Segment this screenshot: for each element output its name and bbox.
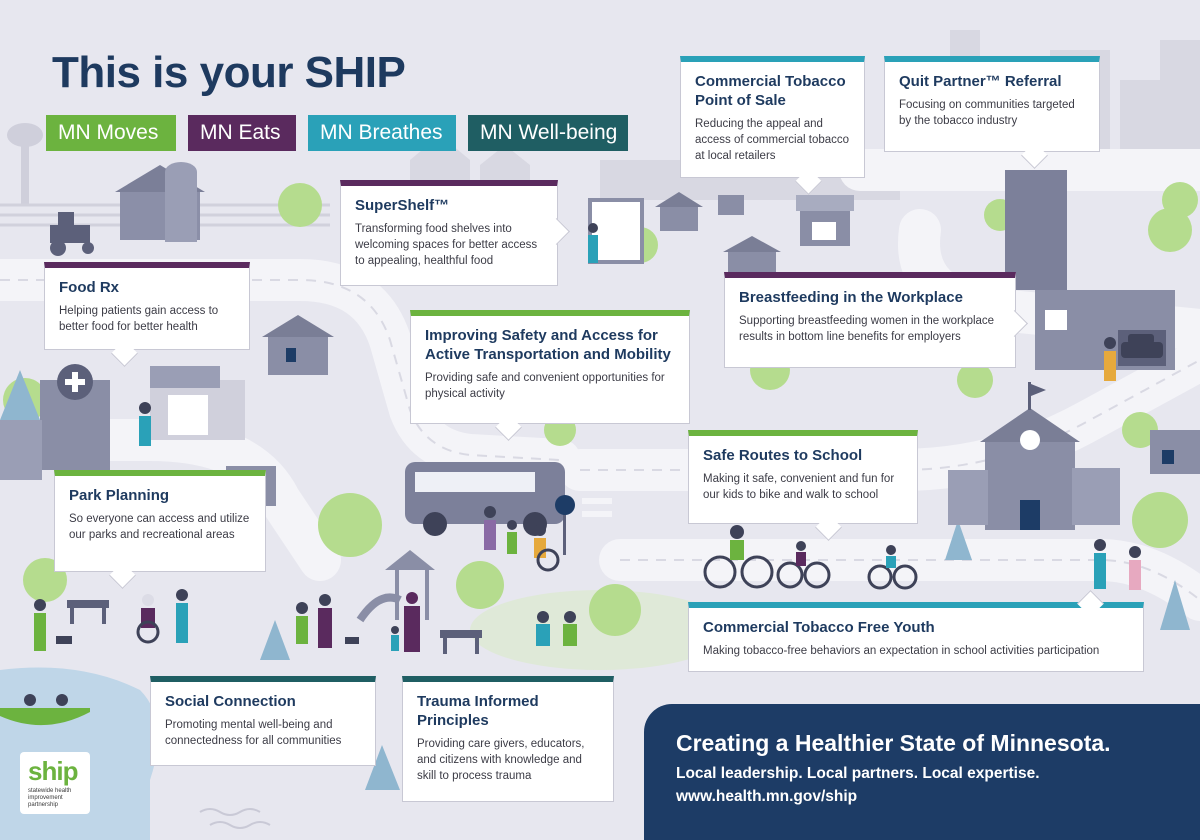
card-tobacco-free-youth: Commercial Tobacco Free Youth Making tob… bbox=[688, 590, 1144, 672]
card-breastfeeding-workplace: Breastfeeding in the Workplace Supportin… bbox=[724, 272, 1028, 368]
card-supershelf: SuperShelf™ Transforming food shelves in… bbox=[340, 180, 570, 286]
card-text: Making it safe, convenient and fun for o… bbox=[703, 473, 895, 501]
logo-word: ship bbox=[28, 756, 78, 786]
card-title: Food Rx bbox=[59, 279, 119, 296]
person-icon bbox=[34, 223, 1141, 652]
store-icon bbox=[588, 195, 854, 264]
card-title: Commercial Tobacco Free Youth bbox=[703, 619, 935, 636]
card-title: Social Connection bbox=[165, 693, 296, 710]
grocery-store-icon bbox=[150, 366, 245, 440]
card-text: Making tobacco-free behaviors an expecta… bbox=[703, 645, 1100, 657]
card-trauma-informed: Trauma Informed Principles Providing car… bbox=[402, 676, 614, 802]
card-food-rx: Food Rx Helping patients gain access to … bbox=[44, 262, 250, 367]
water-tower-icon bbox=[7, 123, 43, 205]
hospital-icon bbox=[0, 364, 110, 480]
banner-headline: Creating a Healthier State of Minnesota. bbox=[676, 730, 1111, 756]
waves bbox=[199, 808, 271, 829]
card-title: Breastfeeding in the Workplace bbox=[739, 289, 963, 306]
bus-icon bbox=[405, 462, 565, 536]
wheelchair-icon bbox=[136, 548, 560, 644]
card-text: Helping patients gain access to better f… bbox=[59, 305, 219, 333]
card-text: Promoting mental well-being and connecte… bbox=[165, 719, 342, 747]
bicycle-icon bbox=[703, 555, 918, 590]
card-text: Providing safe and convenient opportunit… bbox=[425, 372, 665, 400]
card-title: Improving Safety and Access for Active T… bbox=[425, 327, 671, 363]
card-text: Focusing on communities targeted by the … bbox=[899, 99, 1075, 127]
card-active-transportation: Improving Safety and Access for Active T… bbox=[410, 310, 690, 441]
tractor-icon bbox=[50, 212, 94, 256]
card-text: Reducing the appeal and access of commer… bbox=[695, 118, 850, 162]
card-text: So everyone can access and utilize our p… bbox=[69, 513, 250, 541]
tag-mn-moves: MN Moves bbox=[46, 115, 176, 151]
card-title: Commercial Tobacco Point of Sale bbox=[695, 73, 846, 109]
banner-tagline: Local leadership. Local partners. Local … bbox=[676, 765, 1040, 782]
bench-icon bbox=[67, 600, 482, 654]
card-title: Safe Routes to School bbox=[703, 447, 863, 464]
cyclist-icon bbox=[730, 525, 896, 568]
playground-icon bbox=[356, 550, 435, 623]
footer-banner: Creating a Healthier State of Minnesota.… bbox=[644, 704, 1200, 840]
card-title: Quit Partner™ Referral bbox=[899, 73, 1062, 90]
card-text: Providing care givers, educators, and ci… bbox=[417, 738, 585, 782]
card-title: Trauma Informed Principles bbox=[417, 693, 539, 729]
tag-mn-well-being: MN Well-being bbox=[468, 115, 628, 151]
card-park-planning: Park Planning So everyone can access and… bbox=[54, 470, 266, 589]
school-icon bbox=[948, 382, 1120, 530]
canoe-icon bbox=[0, 694, 90, 726]
house-icon bbox=[226, 192, 1200, 506]
crosswalk bbox=[582, 485, 612, 517]
card-title: Park Planning bbox=[69, 487, 170, 504]
tag-mn-breathes: MN Breathes bbox=[308, 115, 456, 151]
card-commercial-tobacco-pos: Commercial Tobacco Point of Sale Reducin… bbox=[680, 56, 865, 195]
card-title: SuperShelf™ bbox=[355, 197, 450, 214]
card-text: Supporting breastfeeding women in the wo… bbox=[739, 315, 995, 343]
card-safe-routes-school: Safe Routes to School Making it safe, co… bbox=[688, 430, 918, 541]
page-title: This is your SHIP bbox=[52, 48, 406, 97]
dog-icon bbox=[56, 636, 359, 644]
card-quit-partner: Quit Partner™ Referral Focusing on commu… bbox=[884, 56, 1100, 169]
barn-icon bbox=[115, 162, 205, 242]
car-icon bbox=[1121, 334, 1163, 358]
ship-logo: ship statewide health improvement partne… bbox=[20, 752, 90, 814]
bus-stop-icon bbox=[555, 495, 575, 555]
banner-url[interactable]: www.health.mn.gov/ship bbox=[676, 788, 858, 805]
logo-tagline: statewide health improvement partnership bbox=[28, 788, 72, 808]
pine-tree-icon bbox=[0, 370, 1190, 790]
tag-mn-eats: MN Eats bbox=[188, 115, 296, 151]
card-text: Transforming food shelves into welcoming… bbox=[355, 223, 538, 267]
card-social-connection: Social Connection Promoting mental well-… bbox=[150, 676, 376, 766]
